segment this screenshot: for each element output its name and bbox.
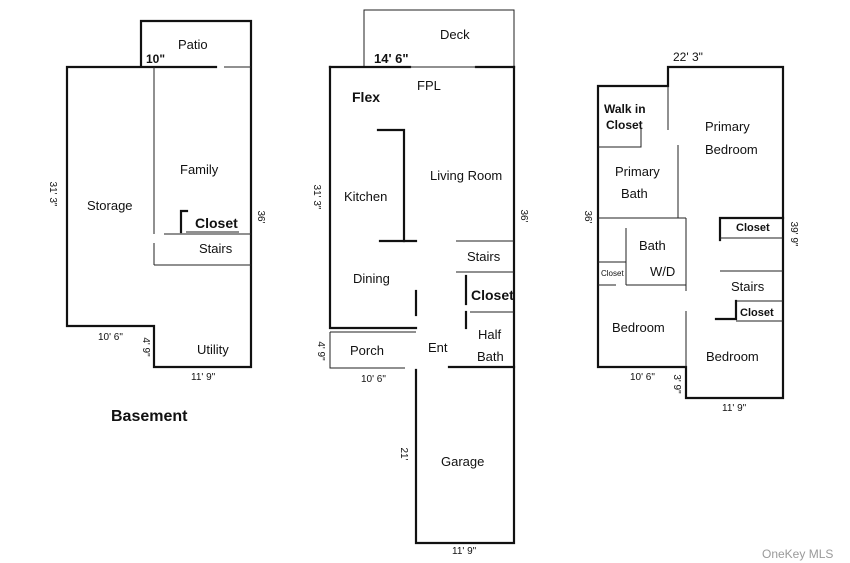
wd-label: W/D (650, 264, 675, 279)
upper-bottom-left-dim: 10' 6" (630, 372, 655, 383)
storage-label: Storage (87, 198, 133, 213)
upper-top-width-dim: 22' 3" (673, 50, 703, 64)
garage-label: Garage (441, 454, 484, 469)
primary-bedroom-label-1: Primary (705, 119, 750, 134)
entry-label: Ent (428, 340, 448, 355)
porch-width-dim: 10' 6" (361, 374, 386, 385)
flex-label: Flex (352, 89, 380, 105)
main-right-garage-wall (414, 65, 516, 545)
basement-bottom-left-dim: 10' 6" (98, 332, 123, 343)
porch-height-dim: 4' 9" (315, 341, 326, 361)
garage-width-dim: 11' 9" (452, 546, 477, 557)
main-floor-plan: Deck Flex FPL Kitchen Living Room Dining… (311, 9, 529, 557)
upper-stairs-label: Stairs (731, 279, 765, 294)
half-bath-label-2: Bath (477, 349, 504, 364)
walk-in-label-1: Walk in (604, 102, 646, 116)
porch-outline (329, 332, 405, 369)
upper-outer-wall (596, 65, 785, 400)
living-room-label: Living Room (430, 168, 502, 183)
small-closet-label: Closet (601, 269, 624, 278)
deck-label: Deck (440, 27, 470, 42)
patio-width-dim: 10" (146, 52, 165, 66)
upper-bottom-right-dim: 11' 9" (722, 403, 747, 414)
bedroom-left-label: Bedroom (612, 320, 665, 335)
basement-closet-wall (179, 209, 189, 234)
main-top-width-dim: 14' 6" (374, 51, 409, 66)
kitchen-label: Kitchen (344, 189, 387, 204)
fpl-label: FPL (417, 78, 441, 93)
basement-bottom-right-dim: 11' 9" (191, 372, 216, 383)
kitchen-counter (376, 128, 406, 243)
basement-right-dim: 36' (255, 210, 266, 223)
main-stairs-label: Stairs (467, 249, 501, 264)
main-left-wall (328, 65, 418, 330)
bath-label: Bath (639, 238, 666, 253)
basement-title: Basement (111, 408, 188, 425)
patio-label: Patio (178, 37, 208, 52)
walk-in-closet-wall (598, 128, 642, 148)
basement-plan: Patio Family Storage Closet Stairs Utili… (47, 19, 266, 425)
basement-stairs-label: Stairs (199, 241, 233, 256)
primary-bath-label-2: Bath (621, 186, 648, 201)
watermark: OneKey MLS (762, 547, 833, 561)
primary-bedroom-label-2: Bedroom (705, 142, 758, 157)
main-right-dim: 36' (518, 209, 529, 222)
garage-length-dim: 21' (398, 447, 409, 460)
porch-label: Porch (350, 343, 384, 358)
bedroom-right-label: Bedroom (706, 349, 759, 364)
primary-bath-label-1: Primary (615, 164, 660, 179)
deck-outline (363, 9, 515, 67)
upper-left-dim: 36' (582, 210, 593, 223)
half-bath-label-1: Half (478, 327, 502, 342)
walk-in-label-2: Closet (606, 118, 643, 132)
basement-notch-dim: 4' 9" (140, 337, 151, 357)
main-left-dim: 31' 3" (311, 185, 322, 210)
dining-label: Dining (353, 271, 390, 286)
family-label: Family (180, 162, 219, 177)
main-closet-label: Closet (471, 287, 514, 303)
basement-outer-wall (65, 19, 253, 369)
upper-right-dim: 39' 9" (788, 222, 799, 247)
upper-closet-top-wall (718, 216, 785, 242)
upper-notch-dim: 3' 9" (671, 374, 682, 394)
lower-closet-wall (714, 299, 738, 321)
utility-label: Utility (197, 342, 229, 357)
lower-closet-label: Closet (740, 307, 774, 319)
upper-floor-plan: Walk in Closet Primary Bedroom Primary B… (582, 50, 799, 414)
upper-closet-label: Closet (736, 222, 770, 234)
basement-closet-label: Closet (195, 215, 238, 231)
basement-left-dim: 31' 3" (47, 182, 58, 207)
